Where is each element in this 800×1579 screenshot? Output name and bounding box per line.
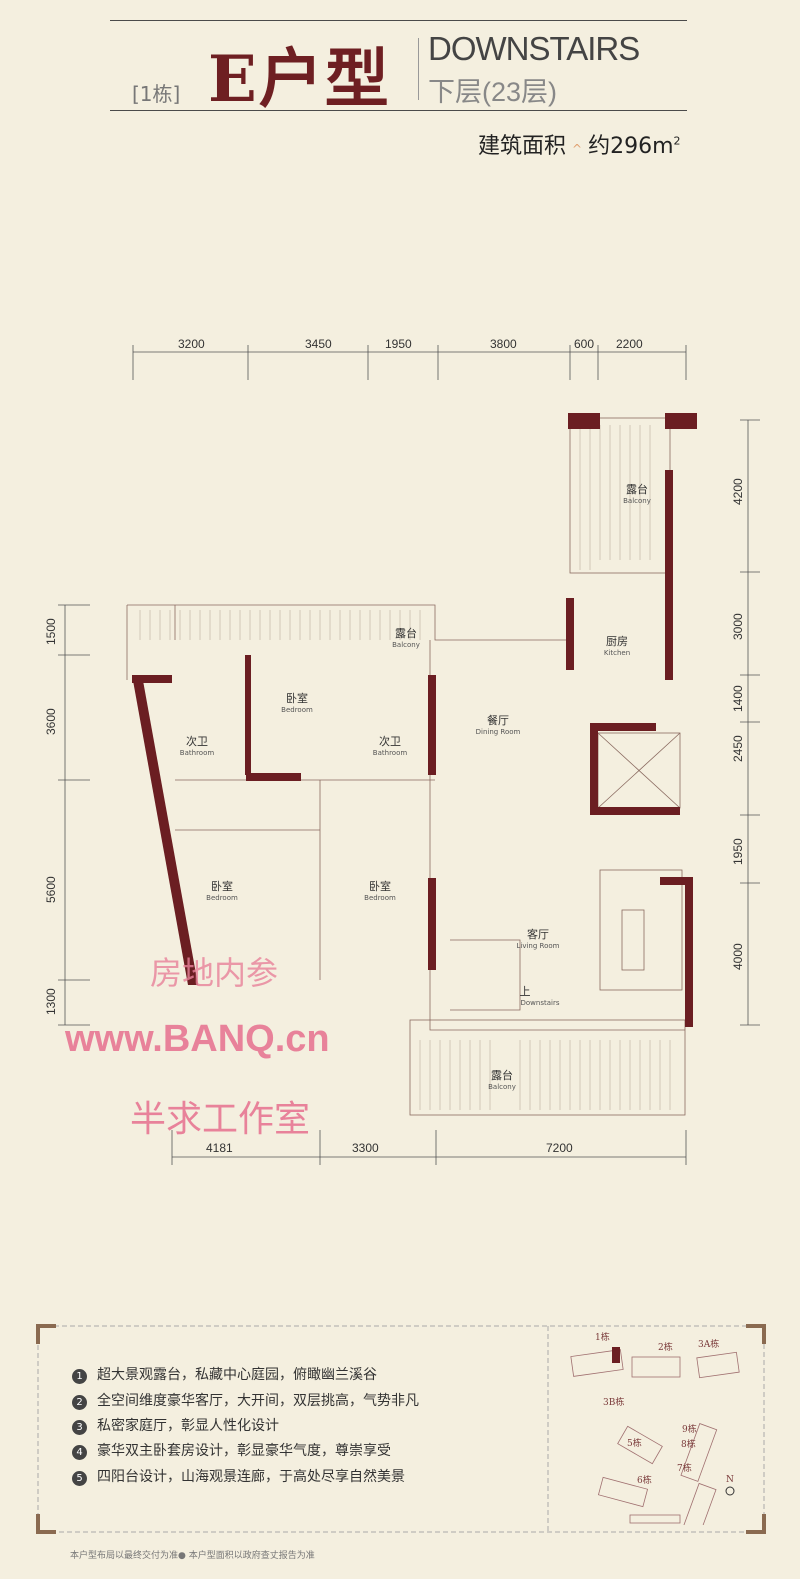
room-bedroom-1-cn: 卧室 xyxy=(286,691,308,705)
dim-top-5: 600 xyxy=(574,337,594,351)
dim-top-3: 1950 xyxy=(385,337,412,351)
room-dining-en: Dining Room xyxy=(476,728,521,736)
site-3b: 3B栋 xyxy=(603,1396,624,1408)
dim-right-2: 3000 xyxy=(731,613,745,640)
dim-bottom-2: 3300 xyxy=(352,1141,379,1155)
level-en: DOWNSTAIRS xyxy=(428,30,640,67)
room-balcony-upper-en: Balcony xyxy=(392,641,420,649)
dim-top-4: 3800 xyxy=(490,337,517,351)
room-balcony-upper-cn: 露台 xyxy=(395,626,417,640)
dim-right-1: 4200 xyxy=(731,478,745,505)
room-balcony-top-en: Balcony xyxy=(623,497,651,505)
room-bathroom-1-cn: 次卫 xyxy=(186,734,208,748)
footnote: 本户型布局以最终交付为准● 本户型面积以政府查丈报告为准 xyxy=(70,1551,315,1561)
watermark-cn: 房地内参 xyxy=(150,954,279,992)
info-box-frame xyxy=(36,1324,766,1534)
area-value: 约296m xyxy=(588,134,674,159)
dim-left-4: 1300 xyxy=(44,988,58,1015)
north-label: N xyxy=(726,1475,734,1485)
title-divider xyxy=(418,38,419,100)
room-bedroom-2-cn: 卧室 xyxy=(211,879,233,893)
room-living-en: Living Room xyxy=(517,942,560,950)
dim-top-1: 3200 xyxy=(178,337,205,351)
room-kitchen-cn: 厨房 xyxy=(606,635,628,648)
dim-right-6: 4000 xyxy=(731,943,745,970)
area-label: 建筑面积 xyxy=(478,134,567,159)
room-dining-cn: 餐厅 xyxy=(487,713,509,727)
watermark-url: www.BANQ.cn xyxy=(65,1018,330,1060)
dim-top-6: 2200 xyxy=(616,337,643,351)
room-balcony-lower-en: Balcony xyxy=(488,1083,516,1091)
unit-type-title: E户型 xyxy=(208,42,391,117)
area-unit: 2 xyxy=(673,134,681,148)
room-balcony-top-cn: 露台 xyxy=(626,482,648,496)
thin-walls xyxy=(126,417,686,1116)
dim-left-2: 3600 xyxy=(44,708,58,735)
dim-top-2: 3450 xyxy=(305,337,332,351)
dim-right-5: 1950 xyxy=(731,838,745,865)
room-kitchen-en: Kitchen xyxy=(604,649,630,657)
floor-area: 建筑面积^约296m2 xyxy=(478,134,681,159)
room-living-cn: 客厅 xyxy=(527,927,549,941)
site-9: 9栋 xyxy=(682,1423,697,1435)
north-arrow-icon xyxy=(725,1486,735,1496)
dim-right-4: 2450 xyxy=(731,735,745,762)
room-bedroom-2-en: Bedroom xyxy=(206,894,238,902)
room-bathroom-1-en: Bathroom xyxy=(180,749,215,757)
room-labels: 露台 Balcony 厨房 Kitchen 露台 Balcony 卧室 Bedr… xyxy=(180,482,651,1091)
room-bedroom-3-cn: 卧室 xyxy=(369,879,391,893)
dim-bottom-3: 7200 xyxy=(546,1141,573,1155)
site-6: 6栋 xyxy=(637,1474,652,1486)
room-bedroom-1-en: Bedroom xyxy=(281,706,313,714)
site-7: 7栋 xyxy=(677,1462,692,1474)
dim-bottom-1: 4181 xyxy=(206,1141,233,1155)
stairs-up-cn: 上 xyxy=(520,985,531,998)
site-2: 2栋 xyxy=(658,1341,673,1353)
site-1: 1栋 xyxy=(595,1331,610,1343)
building-label: [1栋] xyxy=(132,82,181,106)
dimension-lines xyxy=(58,345,760,1165)
room-bathroom-2-cn: 次卫 xyxy=(379,734,401,748)
watermark-studio: 半求工作室 xyxy=(130,1099,311,1140)
structural-walls xyxy=(132,413,697,1027)
dim-left-3: 5600 xyxy=(44,876,58,903)
dim-right-3: 1400 xyxy=(731,685,745,712)
level-cn: 下层(23层) xyxy=(428,77,558,107)
site-8: 8栋 xyxy=(681,1438,696,1450)
bottom-rule xyxy=(110,110,687,111)
room-bathroom-2-en: Bathroom xyxy=(373,749,408,757)
balcony-decking xyxy=(139,425,671,1110)
room-bedroom-3-en: Bedroom xyxy=(364,894,396,902)
stairs-en: Downstairs xyxy=(521,999,560,1007)
dim-left-1: 1500 xyxy=(44,618,58,645)
site-3a: 3A栋 xyxy=(698,1338,719,1350)
site-5: 5栋 xyxy=(627,1437,642,1449)
room-balcony-lower-cn: 露台 xyxy=(491,1068,513,1082)
top-rule xyxy=(110,20,687,21)
site-map: 1栋 2栋 3A栋 3B栋 9栋 5栋 8栋 7栋 6栋 N xyxy=(570,1331,740,1525)
